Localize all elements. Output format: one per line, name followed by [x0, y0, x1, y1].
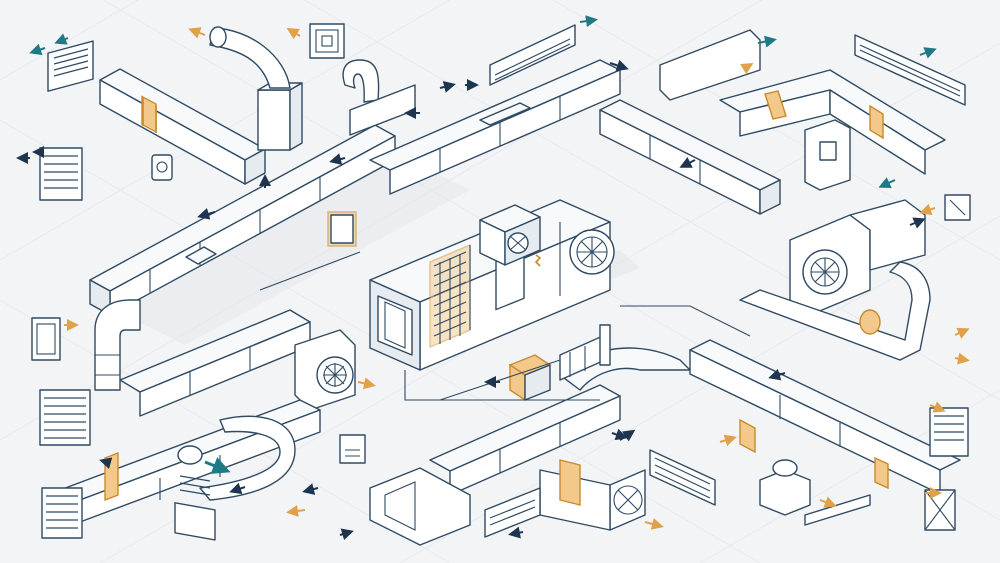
- upper-left-duct: [99, 68, 266, 185]
- center-top-trunk: [369, 59, 621, 195]
- leader-lines: [259, 251, 751, 401]
- grille-icon-left: [39, 147, 83, 201]
- arrow-icon: [99, 457, 113, 469]
- filter-bank: [429, 243, 471, 349]
- arrow-icon: [878, 177, 896, 189]
- supply-fan: [569, 229, 615, 275]
- arrow-icon: [286, 27, 301, 40]
- exhaust-fan: [789, 199, 926, 316]
- arrow-icon: [679, 157, 696, 168]
- arrow-icon: [609, 59, 629, 72]
- gooseneck-vent: [342, 59, 416, 136]
- arrow-icon: [29, 43, 46, 56]
- arrow-icon: [954, 327, 970, 339]
- thermostat-icon: [151, 154, 173, 181]
- small-thermostat-right: [944, 194, 971, 221]
- arrow-icon: [204, 457, 231, 474]
- arrow-icon: [188, 27, 206, 39]
- inline-fan: [559, 324, 611, 381]
- arrow-icon: [197, 208, 216, 220]
- transition-piece: [369, 467, 471, 546]
- arrow-icon: [740, 62, 754, 75]
- arrow-icon: [579, 15, 598, 28]
- arrow-icon: [357, 377, 376, 390]
- return-grilles: [39, 389, 216, 541]
- left-elbow-riser: [94, 299, 141, 391]
- right-loop-duct: [739, 261, 931, 361]
- arrow-icon: [919, 203, 936, 216]
- arrow-icon: [929, 401, 946, 413]
- damper: [508, 354, 552, 402]
- wall-panel-left: [31, 317, 61, 361]
- grille-icon-left-top: [47, 40, 94, 92]
- condensing-unit: [759, 459, 811, 516]
- main-supply-trunk: [89, 124, 470, 345]
- arrow-icon: [757, 35, 777, 48]
- arrow-icon: [954, 352, 970, 365]
- right-supply-trunk: [689, 339, 961, 495]
- arrow-icon: [644, 518, 664, 530]
- ceiling-diffuser: [309, 23, 345, 59]
- arrow-icon: [819, 496, 837, 508]
- access-panel-orange: [327, 211, 357, 247]
- end-cap-damper: [924, 489, 956, 531]
- flex-duct: [199, 415, 296, 501]
- airflow-arrows: [16, 15, 970, 541]
- arrow-icon: [508, 526, 524, 539]
- arrow-icon: [768, 368, 786, 381]
- arrow-icon: [286, 504, 306, 517]
- sensor-panel-bottom: [339, 434, 366, 464]
- supply-grilles: [484, 24, 969, 538]
- arrow-icon: [54, 33, 69, 45]
- top-right-duct: [719, 69, 946, 175]
- arrow-icon: [719, 434, 737, 447]
- return-fan: [294, 329, 356, 411]
- arrow-icon: [909, 217, 926, 229]
- fan-icon: [507, 232, 529, 254]
- vertical-riser: [209, 26, 303, 151]
- bottom-fan: [539, 459, 646, 531]
- air-handling-unit: [369, 199, 640, 371]
- arrow-icon: [339, 528, 354, 541]
- arrow-icon: [302, 483, 319, 495]
- arrow-icon: [329, 153, 346, 165]
- arrow-icon: [611, 428, 628, 441]
- arrow-icon: [229, 482, 246, 495]
- arrow-icon: [439, 81, 456, 93]
- arrow-icon: [919, 47, 937, 59]
- control-panel: [804, 119, 851, 191]
